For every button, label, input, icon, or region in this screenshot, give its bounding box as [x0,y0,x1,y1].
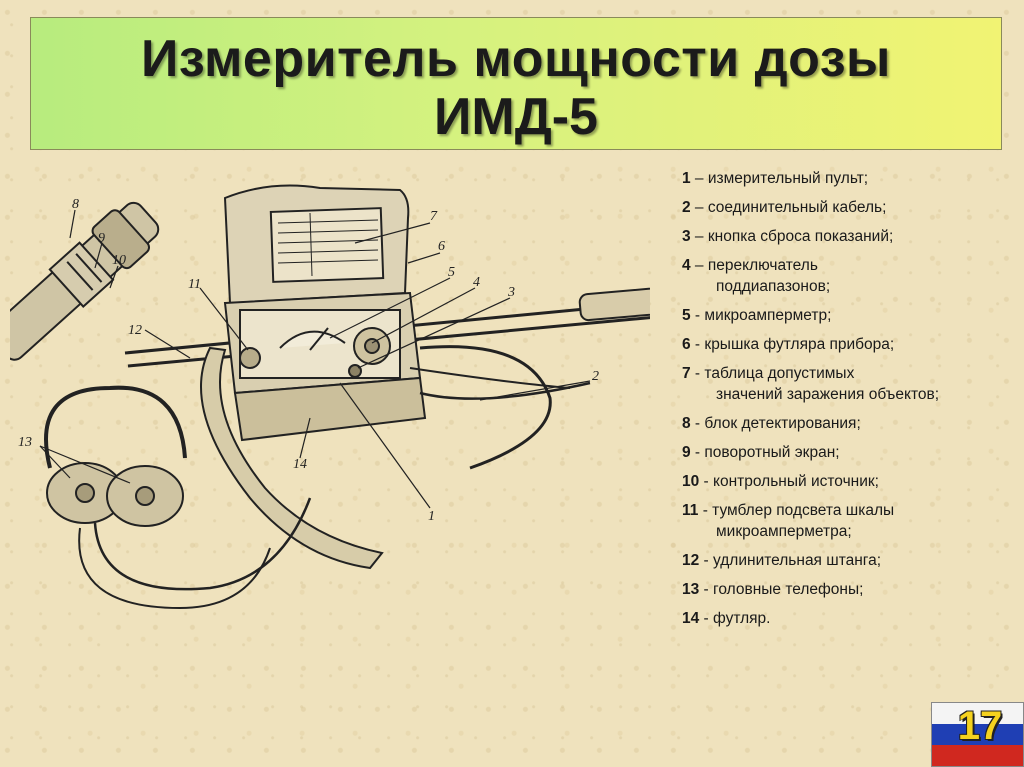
callout-6: 6 [438,239,445,254]
legend-number: 13 [682,581,700,598]
callout-11: 11 [188,277,201,292]
legend-number: 12 [682,552,700,569]
legend-number: 9 [682,444,691,461]
legend-text: соединительный кабель; [707,199,887,216]
legend-text: тумблер подсвета шкалы [712,502,895,519]
legend-continuation: значений заражения объектов; [716,386,940,403]
legend-text: переключатель [707,257,818,274]
legend-item: 8 - блок детектирования; [682,415,861,432]
legend-item: 12 - удлинительная штанга; [682,552,882,569]
legend-item: 1 – измерительный пульт; [682,170,869,187]
legend-number: 5 [682,307,691,324]
slide-title: Измеритель мощности дозы [141,30,891,88]
callout-3: 3 [507,285,515,300]
device-illustration: 8 9 10 12 11 7 6 5 4 3 2 1 14 13 [10,184,650,610]
legend-text: футляр. [713,610,771,627]
legend-text: микроамперметр; [704,307,832,324]
slide-subtitle: ИМД-5 [434,88,598,146]
legend-text: кнопка сброса показаний; [707,228,894,245]
legend-number: 2 [682,199,691,216]
legend-text: головные телефоны; [713,581,864,598]
callout-5: 5 [448,265,455,280]
legend-number: 14 [682,610,700,627]
legend-continuation: поддиапазонов; [716,278,831,295]
legend-item: 3 – кнопка сброса показаний; [682,228,894,245]
legend-number: 6 [682,336,691,353]
legend-item: 14 - футляр. [682,610,771,627]
legend-continuation: микроамперметра; [716,523,852,540]
legend-number: 8 [682,415,691,432]
reference-table [269,207,385,283]
legend-item: 13 - головные телефоны; [682,581,864,598]
legend-text: измерительный пульт; [707,170,869,187]
legend-text: крышка футляра прибора; [704,336,895,353]
detector-unit [10,201,160,361]
legend-item: 2 – соединительный кабель; [682,199,887,216]
russian-flag-icon [931,702,1024,767]
callout-13: 13 [18,435,32,450]
legend-item: 9 - поворотный экран; [682,444,840,461]
legend-number: 11 [682,502,699,519]
callout-1: 1 [428,509,435,524]
callout-10: 10 [112,253,126,268]
callout-4: 4 [473,275,480,290]
callout-2: 2 [592,369,599,384]
legend-item: 6 - крышка футляра прибора; [682,336,895,353]
legend-number: 3 [682,228,691,245]
callout-12: 12 [128,323,142,338]
legend-number: 10 [682,473,700,490]
legend-list: 1 – измерительный пульт; 2 – соединитель… [682,168,1012,637]
callout-14: 14 [293,457,307,472]
legend-number: 7 [682,365,691,382]
legend-number: 1 [682,170,691,187]
legend-item: 10 - контрольный источник; [682,473,879,490]
legend-text: контрольный источник; [713,473,879,490]
legend-number: 4 [682,257,691,274]
callout-9: 9 [98,231,105,246]
legend-text: поворотный экран; [704,444,840,461]
legend-item: 5 - микроамперметр; [682,307,832,324]
slide-number: 17 [957,704,1003,748]
title-banner: Измеритель мощности дозы ИМД-5 [30,17,1002,150]
callout-8: 8 [72,197,79,212]
legend-text: удлинительная штанга; [713,552,882,569]
legend-text: таблица допустимых [704,365,855,382]
callout-7: 7 [430,209,438,224]
legend-text: блок детектирования; [704,415,861,432]
